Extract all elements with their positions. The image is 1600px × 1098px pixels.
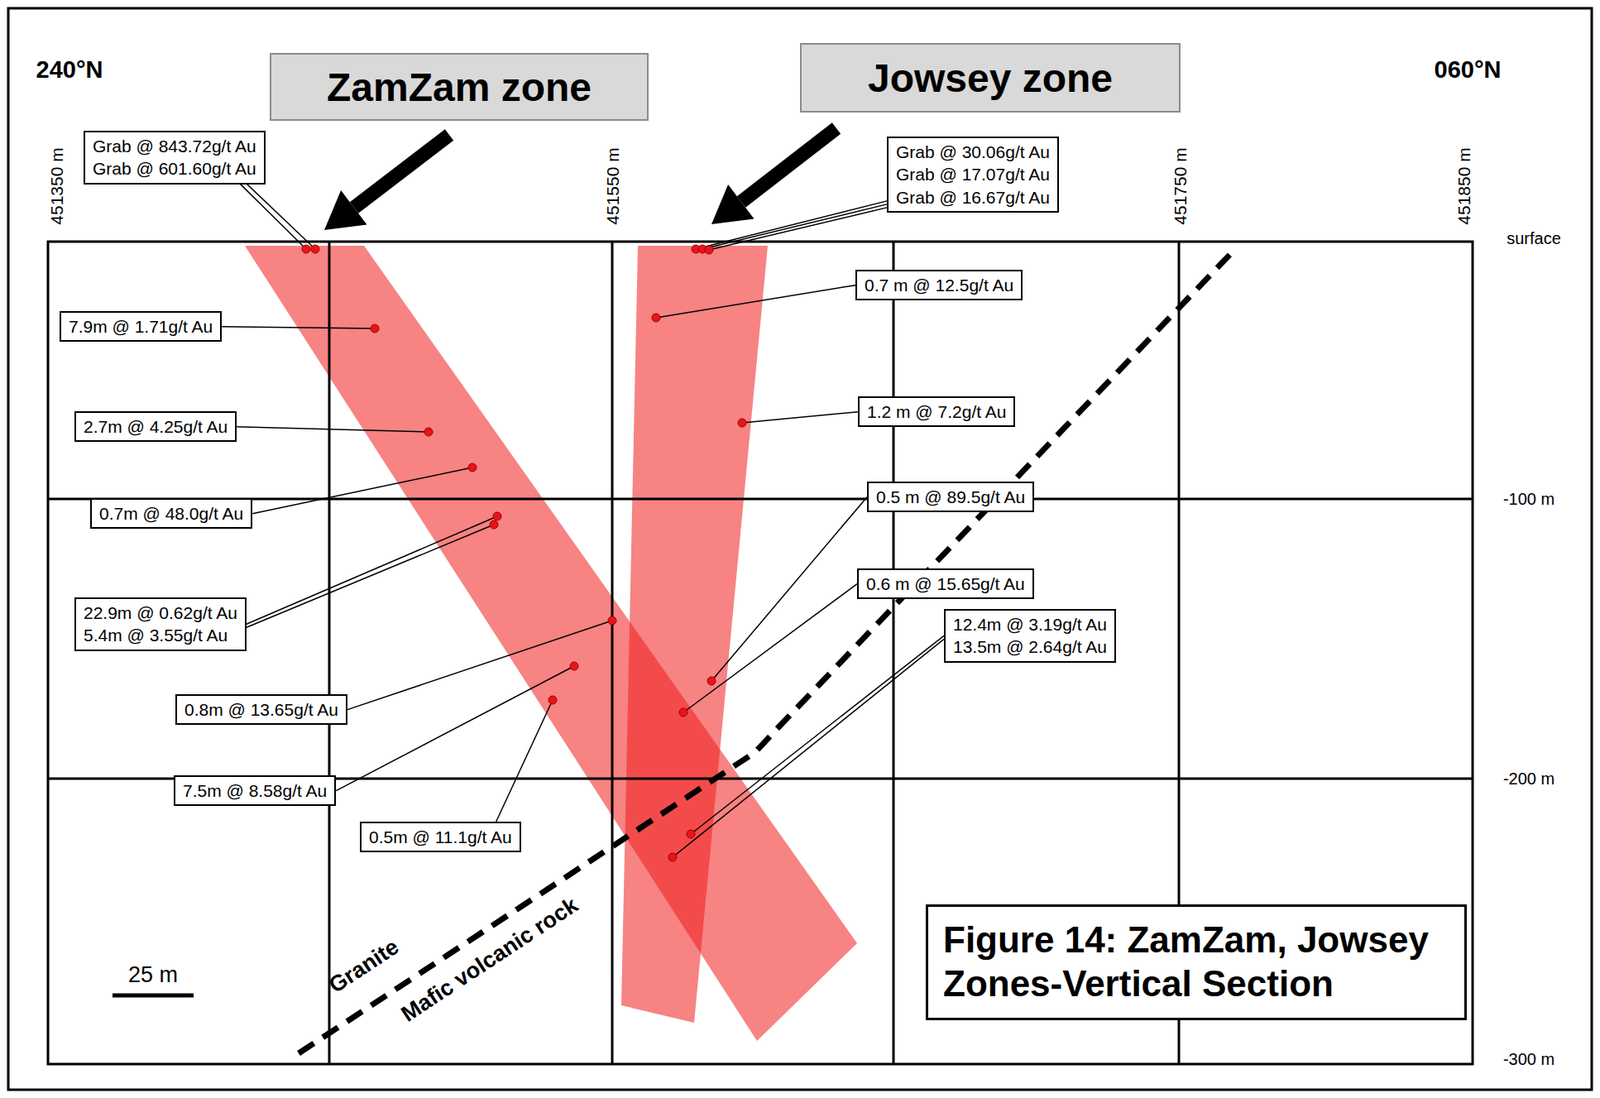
zone-title-box: Jowsey zone <box>800 43 1181 113</box>
sample-dot <box>679 708 688 717</box>
leader-line <box>246 524 494 628</box>
assay-text: 13.5m @ 2.64g/t Au <box>953 635 1107 658</box>
assay-text: 1.2 m @ 7.2g/t Au <box>867 400 1006 423</box>
zamzam-zone-band <box>244 245 858 1041</box>
assay-text: 0.8m @ 13.65g/t Au <box>184 698 339 721</box>
leader-line <box>656 285 856 318</box>
jowsey-zone-band <box>621 245 768 1023</box>
assay-text: 12.4m @ 3.19g/t Au <box>953 613 1107 636</box>
leader-line <box>240 184 307 250</box>
leader-line <box>236 426 429 432</box>
leader-line <box>252 467 473 514</box>
assay-text: 2.7m @ 4.25g/t Au <box>83 415 228 438</box>
leader-line <box>347 620 613 710</box>
axis-label: 240°N <box>36 56 104 84</box>
leader-line <box>246 516 498 624</box>
leader-line <box>708 207 887 250</box>
leader-line <box>742 411 858 423</box>
axis-label: 060°N <box>1434 56 1502 84</box>
sample-dot <box>668 852 677 862</box>
sample-dot <box>737 418 747 427</box>
assay-callout: 0.7 m @ 12.5g/t Au <box>855 269 1023 301</box>
figure-caption: Figure 14: ZamZam, Jowsey Zones-Vertical… <box>925 904 1467 1021</box>
sample-dot <box>608 616 617 625</box>
axis-label: 25 m <box>128 962 178 988</box>
assay-callout: 12.4m @ 3.19g/t Au13.5m @ 2.64g/t Au <box>943 608 1117 663</box>
assay-text: 0.5 m @ 89.5g/t Au <box>876 485 1026 508</box>
sample-dot <box>468 463 477 472</box>
assay-text: 0.6 m @ 15.65g/t Au <box>866 572 1026 595</box>
depth-label: -200 m <box>1503 769 1555 789</box>
sample-dot <box>651 313 661 322</box>
sample-dot <box>424 427 433 436</box>
assay-callout: 0.5m @ 11.1g/t Au <box>359 821 522 853</box>
zone-name: ZamZam zone <box>326 64 592 111</box>
assay-callout: 2.7m @ 4.25g/t Au <box>74 411 237 442</box>
rock-unit-label: Mafic volcanic rock <box>396 891 583 1027</box>
assay-callout: 0.7m @ 48.0g/t Au <box>90 498 253 529</box>
zone-title-box: ZamZam zone <box>269 52 649 121</box>
assay-text: 7.9m @ 1.71g/t Au <box>68 315 213 338</box>
leader-line <box>247 184 316 250</box>
sample-dot <box>493 512 502 521</box>
assay-callout: 22.9m @ 0.62g/t Au5.4m @ 3.55g/t Au <box>74 597 247 652</box>
rock-unit-label: Granite <box>324 934 404 999</box>
assay-callout: 0.8m @ 13.65g/t Au <box>175 694 348 725</box>
leader-line <box>335 665 575 791</box>
leader-line <box>496 699 553 822</box>
assay-text: 0.5m @ 11.1g/t Au <box>368 825 513 848</box>
scale-bar <box>112 993 194 998</box>
assay-text: 7.5m @ 8.58g/t Au <box>182 779 327 802</box>
easting-label: 451750 m <box>1170 147 1191 225</box>
sample-dot <box>704 245 714 254</box>
leader-line <box>695 201 887 250</box>
depth-label: -100 m <box>1503 489 1555 509</box>
assay-text: Grab @ 601.60g/t Au <box>92 157 257 180</box>
depth-label: -300 m <box>1503 1049 1555 1069</box>
assay-callout: 7.5m @ 8.58g/t Au <box>173 775 336 806</box>
leader-line <box>221 326 375 329</box>
grid <box>47 241 1473 1064</box>
assay-callout: Grab @ 30.06g/t AuGrab @ 17.07g/t AuGrab… <box>886 136 1059 213</box>
sample-dot <box>370 324 379 333</box>
assay-text: Grab @ 843.72g/t Au <box>92 134 257 158</box>
leader-line <box>690 635 944 834</box>
sample-dot <box>489 520 499 529</box>
assay-text: Grab @ 17.07g/t Au <box>895 162 1050 186</box>
depth-label: surface <box>1506 229 1562 249</box>
easting-label: 451350 m <box>47 147 68 225</box>
zone-arrows <box>324 128 837 230</box>
sample-dot <box>570 661 579 671</box>
sample-dot <box>707 676 716 686</box>
assay-callout: 1.2 m @ 7.2g/t Au <box>857 396 1016 427</box>
leader-line <box>702 204 887 250</box>
assay-callout: 0.6 m @ 15.65g/t Au <box>857 568 1035 599</box>
assay-callout: 0.5 m @ 89.5g/t Au <box>867 481 1035 513</box>
assay-text: 5.4m @ 3.55g/t Au <box>83 623 238 647</box>
sample-dot <box>686 829 695 839</box>
outer-frame <box>8 8 1592 1090</box>
sample-dot <box>311 244 320 254</box>
leader-line <box>672 638 944 858</box>
easting-label: 451550 m <box>603 147 623 225</box>
assay-text: Grab @ 16.67g/t Au <box>895 186 1050 209</box>
leader-line <box>683 584 858 713</box>
assay-text: Grab @ 30.06g/t Au <box>895 140 1050 163</box>
assay-callout: 7.9m @ 1.71g/t Au <box>59 311 222 342</box>
caption-text: Figure 14: ZamZam, Jowsey Zones-Vertical… <box>943 918 1450 1006</box>
leader-line <box>711 497 868 681</box>
zone-name: Jowsey zone <box>867 55 1113 101</box>
sample-dot <box>548 695 557 705</box>
assay-text: 0.7 m @ 12.5g/t Au <box>864 273 1014 297</box>
assay-text: 22.9m @ 0.62g/t Au <box>83 601 238 624</box>
easting-label: 451850 m <box>1454 147 1475 225</box>
assay-text: 0.7m @ 48.0g/t Au <box>99 502 244 525</box>
assay-callout: Grab @ 843.72g/t AuGrab @ 601.60g/t Au <box>83 130 266 185</box>
sample-dot <box>301 244 311 254</box>
